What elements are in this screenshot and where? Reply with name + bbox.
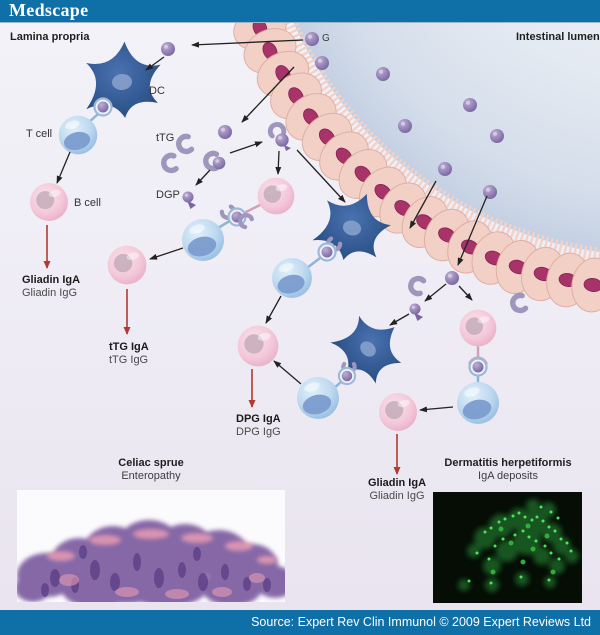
intestinal-lumen-region	[283, 0, 600, 253]
synapse-complex-3	[337, 364, 355, 386]
b-cell-label: B cell	[74, 197, 101, 209]
lamina-propria-label: Lamina propria	[10, 31, 90, 43]
activated-b-cell-1	[182, 219, 224, 261]
antibody-label-ttg: tTG IgA tTG IgG	[109, 341, 149, 366]
gliadin-particle	[398, 119, 412, 133]
gliadin-particle	[305, 32, 319, 46]
antigen-complexes	[93, 97, 488, 386]
ttg-label: tTG	[156, 132, 175, 144]
dh-immunofluorescence-image	[433, 492, 582, 608]
b-cell-gliadin	[459, 309, 497, 347]
gliadin-particle	[438, 162, 452, 176]
epithelium	[233, 0, 600, 313]
footer-bar: Source: Expert Rev Clin Immunol © 2009 E…	[0, 610, 600, 635]
antibody-label-dpg: DPG IgA DPG IgG	[236, 413, 281, 438]
antibody-label-gliadin-bottom: Gliadin IgA Gliadin IgG	[367, 477, 427, 502]
antibody-label-gliadin-left: Gliadin IgA Gliadin IgG	[22, 274, 81, 299]
gliadin-particle	[315, 56, 329, 70]
activated-b-cell-3	[297, 377, 339, 419]
gliadin-particle	[218, 125, 232, 139]
deamidation-complex	[269, 123, 291, 151]
header-bar: Medscape	[0, 0, 600, 23]
gliadin-label: G	[322, 33, 330, 44]
plasma-cell-dpg	[237, 325, 279, 367]
gliadin-particle	[490, 129, 504, 143]
celiac-histology-image	[15, 490, 295, 608]
synapse-complex-4	[468, 356, 488, 377]
activated-b-cell-2	[272, 258, 312, 298]
gliadin-particle	[483, 185, 497, 199]
celiac-caption: Celiac sprue Enteropathy	[118, 457, 184, 482]
gliadin-particle	[161, 42, 175, 56]
t-cell-label: T cell	[26, 128, 53, 140]
b-cell-ttg	[257, 177, 295, 215]
gliadin-particle	[376, 67, 390, 81]
plasma-cell-gliadin	[379, 393, 417, 431]
microvilli-brush-border	[272, 0, 600, 263]
plasma-cell-ttg	[107, 245, 147, 285]
b-cell	[30, 183, 68, 221]
activated-b-cell-4	[457, 382, 499, 424]
gliadin-particle	[445, 271, 459, 285]
process-arrows	[56, 39, 488, 413]
source-credit: Source: Expert Rev Clin Immunol © 2009 E…	[251, 615, 591, 629]
dermatitis-caption: Dermatitis herpetiformis IgA deposits	[444, 457, 572, 482]
dc-label: DC	[149, 85, 165, 97]
intestinal-lumen-label: Intestinal lumen	[516, 31, 600, 43]
gliadin-particle	[463, 98, 477, 112]
medscape-logo: Medscape	[9, 0, 89, 20]
antibody-arrows	[43, 225, 401, 475]
dgp-label: DGP	[156, 189, 180, 201]
t-cell	[58, 115, 98, 155]
gliadin-peptide-complex	[93, 97, 113, 117]
